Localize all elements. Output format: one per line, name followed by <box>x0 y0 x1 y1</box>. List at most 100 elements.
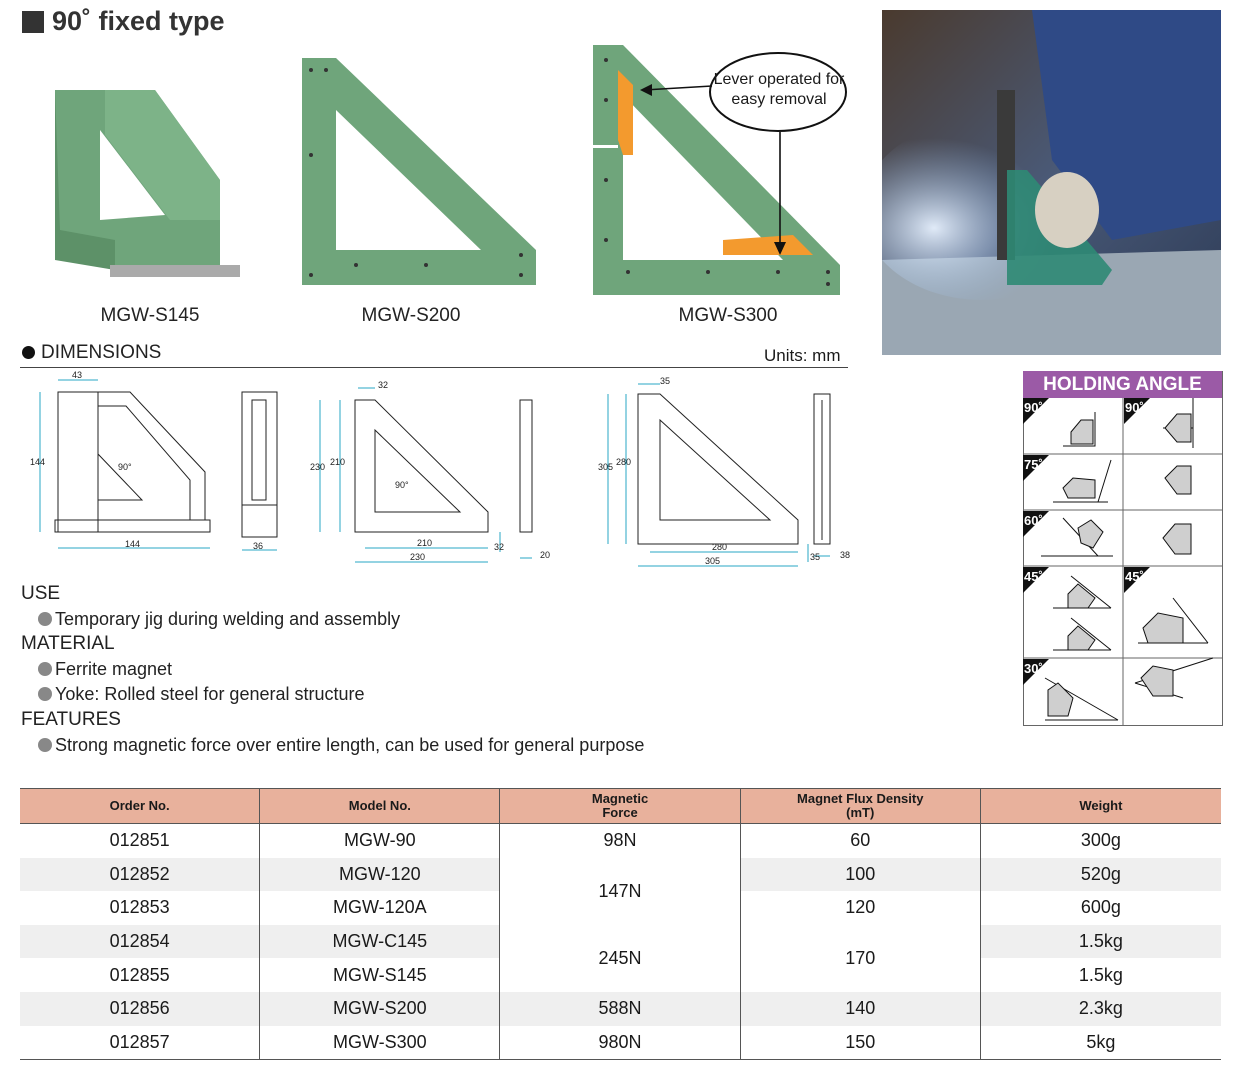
cell-order: 012855 <box>109 964 170 985</box>
dim-label: 32 <box>494 542 504 552</box>
material-item: Ferrite magnet <box>38 659 172 680</box>
page-title-text: 90˚ fixed type <box>52 6 225 36</box>
col-model-no: Model No. <box>259 788 500 824</box>
cell-model: MGW-90 <box>259 823 500 858</box>
bullet-dot-icon <box>22 346 35 359</box>
cell-flux: 170 <box>739 924 981 992</box>
table-row: 012852 MGW-120 147N 100 520g <box>20 857 1221 925</box>
col-magnetic-force: Magnetic Force <box>499 788 741 824</box>
dimension-drawings: 43 144 144 90° 36 32 230 210 90° 210 230… <box>30 370 850 567</box>
cell-force: 245N <box>499 924 741 992</box>
dim-label: 90° <box>395 480 409 490</box>
dim-label: 35 <box>810 552 820 562</box>
dim-label: 305 <box>598 462 613 472</box>
cell-order: 012852 <box>20 857 260 892</box>
dim-label: 144 <box>125 539 140 549</box>
use-item-text: Temporary jig during welding and assembl… <box>55 609 401 629</box>
cell-force: 98N <box>499 823 741 858</box>
callout-text: Lever operated for easy removal <box>710 70 848 110</box>
cell-flux: 150 <box>739 1025 981 1061</box>
holding-angle-title: HOLDING ANGLE <box>1023 371 1222 398</box>
cell-order: 012851 <box>109 830 170 851</box>
dim-label: 35 <box>660 376 670 386</box>
cell-weight: 5kg <box>979 1025 1221 1061</box>
features-heading: FEATURES <box>21 709 121 730</box>
cell-flux: 140 <box>739 991 981 1026</box>
welding-photo <box>882 10 1221 355</box>
material-item-text: Ferrite magnet <box>55 659 173 679</box>
features-item: Strong magnetic force over entire length… <box>38 735 644 756</box>
angle-label: 45˚ <box>1024 569 1043 584</box>
table-header-row: Order No. Model No. Magnetic Force Magne… <box>20 788 1221 824</box>
units-label: Units: mm <box>764 346 841 365</box>
dim-label: 90° <box>118 462 132 472</box>
dim-label: 280 <box>712 542 727 552</box>
table-row: 012857 MGW-S300 980N 150 5kg <box>20 1025 1221 1061</box>
bullet-icon <box>38 662 52 676</box>
cell-order: 012856 <box>20 991 260 1026</box>
product-image-mgw-s200 <box>302 58 536 285</box>
product-label-s300: MGW-S300 <box>678 305 778 326</box>
cell-force: 588N <box>499 991 741 1026</box>
holding-angle-diagram: 90˚ 90˚ 75˚ 60˚ 45˚ 45˚ 30˚ <box>1023 398 1222 725</box>
col-weight: Weight <box>979 788 1221 824</box>
cell-weight: 1.5kg <box>979 924 1221 959</box>
product-label-s200: MGW-S200 <box>361 305 461 326</box>
angle-label: 90˚ <box>1125 400 1144 415</box>
dim-label: 144 <box>30 457 45 467</box>
cell-model: MGW-S145 <box>259 958 500 992</box>
cell-weight: 300g <box>979 823 1221 858</box>
cell-weight: 1.5kg <box>979 958 1221 992</box>
dim-label: 230 <box>310 462 325 472</box>
cell-order: 012857 <box>20 1025 260 1061</box>
product-image-mgw-s145 <box>55 90 240 277</box>
cell-model: MGW-120A <box>259 891 500 925</box>
cell-model: MGW-S300 <box>259 1025 500 1061</box>
callout-line-2: easy removal <box>731 91 827 108</box>
bullet-icon <box>38 687 52 701</box>
material-heading: MATERIAL <box>21 633 115 654</box>
dim-label: 20 <box>540 550 550 560</box>
cell-model: MGW-C145 <box>259 924 500 959</box>
callout-line-1: Lever operated for <box>713 71 845 88</box>
angle-label: 90˚ <box>1024 400 1043 415</box>
angle-label: 45˚ <box>1125 569 1144 584</box>
material-item-text: Yoke: Rolled steel for general structure <box>55 684 365 704</box>
table-row: 012851 MGW-90 98N 60 300g <box>20 823 1221 858</box>
dim-label: 210 <box>417 538 432 548</box>
angle-label: 60˚ <box>1024 513 1043 528</box>
features-item-text: Strong magnetic force over entire length… <box>55 735 645 755</box>
cell-flux: 120 <box>739 891 981 925</box>
cell-flux: 100 <box>739 857 981 892</box>
dim-label: 36 <box>253 541 263 551</box>
table-row: 012855 MGW-S145 1.5kg <box>20 958 1221 992</box>
dim-label: 32 <box>378 380 388 390</box>
cell-weight: 520g <box>979 857 1221 892</box>
cell-weight: 2.3kg <box>979 991 1221 1026</box>
cell-order: 012854 <box>20 924 260 959</box>
cell-model: MGW-S200 <box>259 991 500 1026</box>
angle-label: 75˚ <box>1024 457 1043 472</box>
dimensions-rule <box>20 367 848 368</box>
cell-flux: 60 <box>739 823 981 858</box>
product-image-mgw-s300 <box>593 45 840 295</box>
cell-model: MGW-120 <box>259 857 500 892</box>
product-label-s145: MGW-S145 <box>100 305 200 326</box>
square-bullet-icon <box>22 10 44 33</box>
bullet-icon <box>38 738 52 752</box>
cell-force: 980N <box>499 1025 741 1061</box>
table-row: 012854 MGW-C145 245N 170 1.5kg <box>20 924 1221 992</box>
spec-table: Order No. Model No. Magnetic Force Magne… <box>20 788 1221 1061</box>
cell-force: 147N <box>499 857 741 925</box>
dim-label: 38 <box>840 550 850 560</box>
dimensions-title: DIMENSIONS <box>41 342 162 363</box>
cell-order: 012853 <box>109 897 170 918</box>
angle-label: 30˚ <box>1024 661 1043 676</box>
use-item: Temporary jig during welding and assembl… <box>38 609 400 630</box>
material-item: Yoke: Rolled steel for general structure <box>38 684 365 705</box>
dim-label: 43 <box>72 370 82 380</box>
table-row: 012853 MGW-120A 120 600g <box>20 891 1221 925</box>
bullet-icon <box>38 612 52 626</box>
callout-bubble <box>640 52 847 255</box>
cell-weight: 600g <box>979 891 1221 925</box>
